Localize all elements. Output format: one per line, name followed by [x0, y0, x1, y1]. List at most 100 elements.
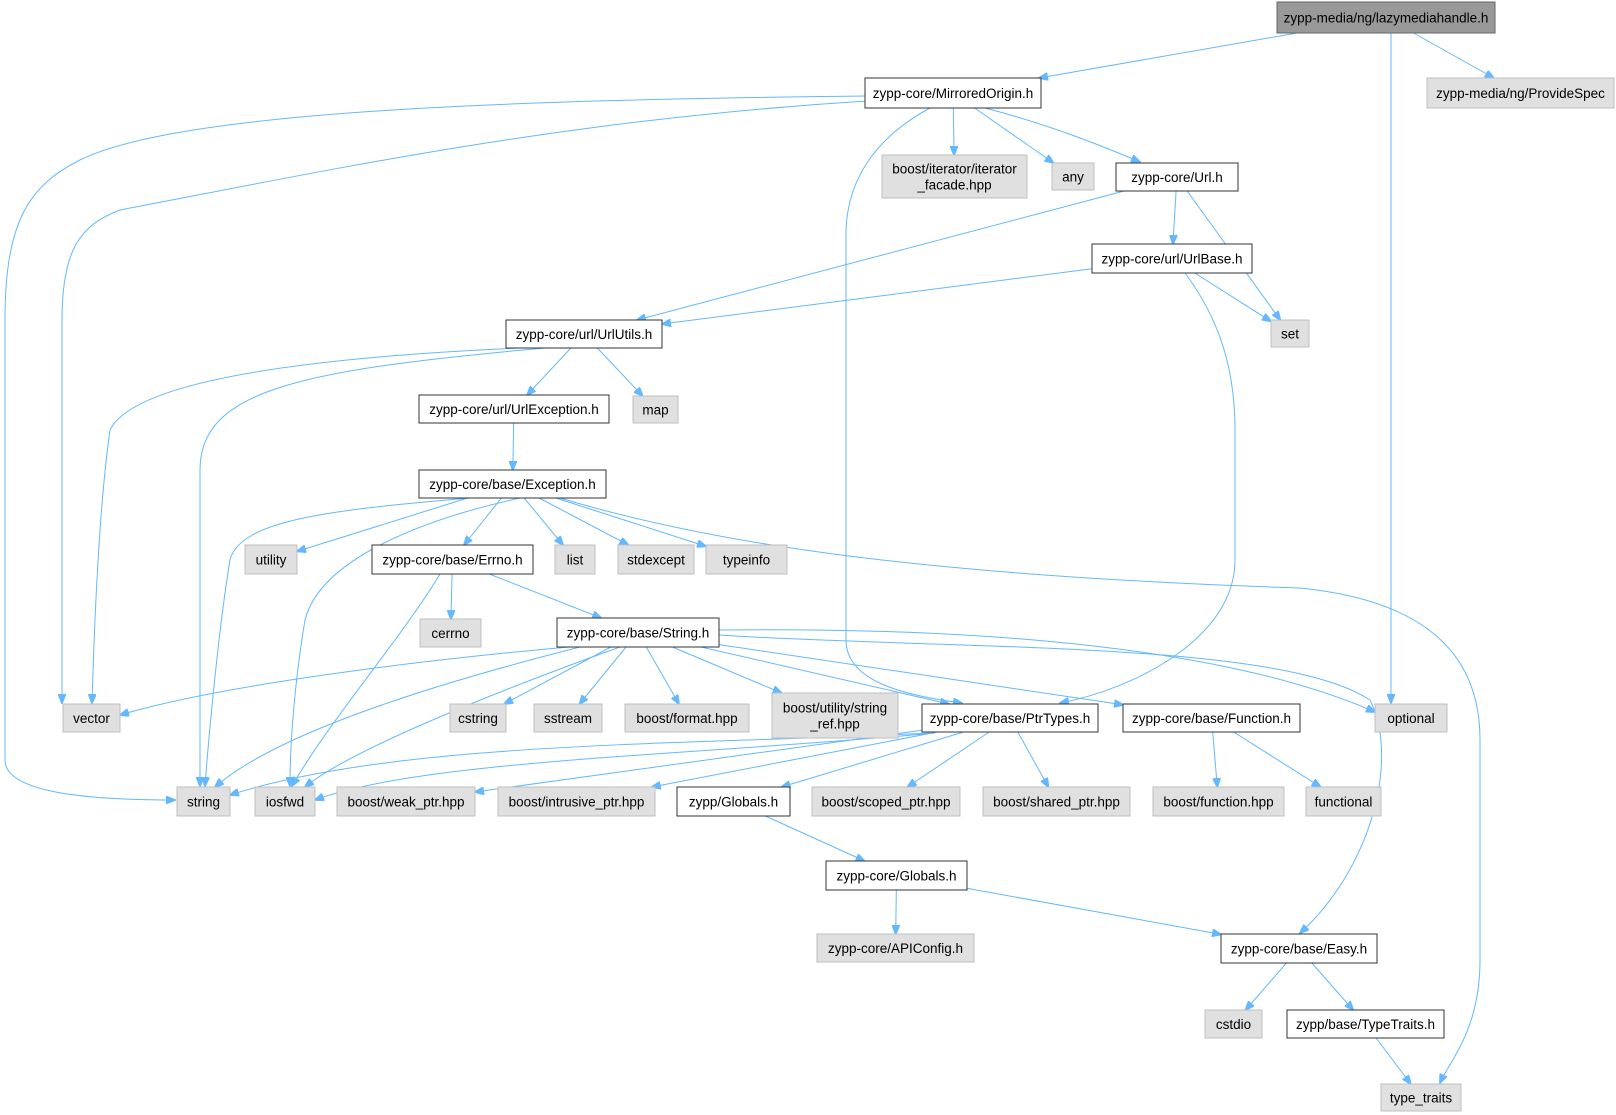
- node-shared_ptr: boost/shared_ptr.hpp: [982, 786, 1131, 817]
- edge-exception-to-string: [205, 497, 471, 786]
- edge-mirroredorigin-to-iterator_facade: [953, 107, 954, 155]
- node-box: [1051, 162, 1095, 191]
- edge-mirroredorigin-to-any: [974, 107, 1054, 163]
- node-boost_format: boost/format.hpp: [624, 703, 750, 733]
- node-easy[interactable]: zypp-core/base/Easy.h: [1220, 933, 1378, 964]
- edge-urlutils-to-urlexception: [527, 347, 572, 395]
- node-box: [254, 786, 316, 817]
- edge-string_h-to-function_h: [718, 644, 1123, 705]
- node-label: zypp-core/base/String.h: [567, 626, 710, 641]
- node-box: [336, 786, 476, 817]
- edge-ptrtypes-to-intrusive_ptr: [652, 731, 938, 787]
- edge-mirroredorigin-to-string: [4, 95, 866, 800]
- node-url[interactable]: zypp-core/Url.h: [1115, 162, 1239, 192]
- node-box: [1115, 162, 1239, 192]
- node-label: any: [1062, 170, 1084, 185]
- edge-core_globals-to-apiconfig: [896, 889, 897, 934]
- node-label: utility: [256, 553, 287, 568]
- edges: [4, 32, 1494, 1084]
- node-box: [418, 469, 607, 499]
- node-label: type_traits: [1390, 1091, 1453, 1106]
- node-set: set: [1270, 319, 1310, 348]
- node-errno[interactable]: zypp-core/base/Errno.h: [371, 544, 534, 575]
- node-stdexcept: stdexcept: [617, 544, 695, 575]
- node-box: [1286, 1009, 1445, 1039]
- node-box: [705, 544, 788, 575]
- edge-errno-to-cerrno: [451, 573, 452, 619]
- node-label: zypp-core/url/UrlException.h: [429, 402, 599, 417]
- edge-url-to-urlutils: [637, 190, 1125, 320]
- node-box: [1122, 703, 1301, 733]
- node-ptrtypes[interactable]: zypp-core/base/PtrTypes.h: [921, 703, 1099, 733]
- node-label: zypp-core/base/Exception.h: [429, 477, 596, 492]
- edge-ptrtypes-to-scoped_ptr: [908, 731, 990, 787]
- edge-errno-to-string_h: [489, 573, 601, 618]
- node-lazymediahandle[interactable]: zypp-media/ng/lazymediahandle.h: [1276, 1, 1496, 34]
- node-box: [1276, 1, 1496, 34]
- edge-typetraits_h-to-type_traits: [1375, 1037, 1411, 1084]
- node-label: _ref.hpp: [809, 717, 860, 732]
- node-label: string: [187, 795, 220, 810]
- node-box: [921, 703, 1099, 733]
- node-core_globals[interactable]: zypp-core/Globals.h: [825, 860, 968, 891]
- node-typeinfo: typeinfo: [705, 544, 788, 575]
- node-box: [1380, 1083, 1462, 1112]
- node-label: boost/format.hpp: [636, 711, 737, 726]
- node-label: boost/weak_ptr.hpp: [347, 795, 464, 810]
- node-label: map: [642, 403, 668, 418]
- node-any: any: [1051, 162, 1095, 191]
- node-label: zypp-media/ng/lazymediahandle.h: [1284, 11, 1489, 26]
- node-string_h[interactable]: zypp-core/base/String.h: [556, 617, 720, 648]
- edge-urlbase-to-urlutils: [662, 268, 1093, 324]
- node-label: set: [1281, 327, 1299, 342]
- edge-easy-to-typetraits_h: [1311, 962, 1353, 1010]
- edge-exception-to-type_traits: [559, 497, 1481, 1083]
- edge-errno-to-iosfwd: [292, 573, 441, 786]
- edge-exception-to-typeinfo: [555, 497, 706, 546]
- node-label: zypp-media/ng/ProvideSpec: [1436, 86, 1605, 101]
- node-label: cstdio: [1216, 1017, 1251, 1032]
- edge-urlutils-to-vector: [92, 347, 521, 703]
- node-urlexception[interactable]: zypp-core/url/UrlException.h: [418, 394, 610, 424]
- node-label: zypp-core/Url.h: [1131, 170, 1223, 185]
- edge-ptrtypes-to-zypp_globals: [782, 731, 964, 787]
- node-function_h[interactable]: zypp-core/base/Function.h: [1122, 703, 1301, 733]
- node-cstring: cstring: [449, 703, 507, 733]
- node-urlbase[interactable]: zypp-core/url/UrlBase.h: [1091, 243, 1253, 274]
- edge-exception-to-utility: [297, 497, 468, 551]
- node-label: zypp/base/TypeTraits.h: [1296, 1017, 1435, 1032]
- node-box: [1220, 933, 1378, 964]
- node-box: [816, 933, 975, 963]
- node-label: zypp-core/Globals.h: [836, 869, 956, 884]
- node-box: [449, 703, 507, 733]
- edge-function_h-to-functional: [1233, 731, 1321, 787]
- edge-function_h-to-boost_function: [1212, 731, 1218, 787]
- node-box: [419, 618, 482, 648]
- node-scoped_ptr: boost/scoped_ptr.hpp: [811, 786, 961, 817]
- edge-urlexception-to-exception: [513, 422, 514, 470]
- node-box: [1204, 1009, 1263, 1039]
- node-box: [771, 692, 899, 739]
- node-label: _facade.hpp: [916, 178, 991, 193]
- node-box: [617, 544, 695, 575]
- node-list: list: [554, 544, 596, 575]
- node-urlutils[interactable]: zypp-core/url/UrlUtils.h: [505, 319, 663, 349]
- node-box: [556, 617, 720, 648]
- node-zypp_globals[interactable]: zypp/Globals.h: [676, 786, 791, 817]
- node-label: zypp-core/base/Errno.h: [382, 553, 522, 568]
- node-exception[interactable]: zypp-core/base/Exception.h: [418, 469, 607, 499]
- edge-zypp_globals-to-core_globals: [765, 815, 864, 861]
- node-label: vector: [73, 711, 110, 726]
- node-mirroredorigin[interactable]: zypp-core/MirroredOrigin.h: [864, 77, 1042, 109]
- node-label: optional: [1387, 711, 1434, 726]
- node-cstdio: cstdio: [1204, 1009, 1263, 1039]
- node-string: string: [176, 786, 231, 817]
- node-label: cstring: [458, 711, 498, 726]
- edge-urlbase-to-ptrtypes: [1060, 272, 1236, 703]
- edge-exception-to-stdexcept: [538, 497, 628, 545]
- node-box: [62, 703, 121, 733]
- edge-string_h-to-easy: [718, 634, 1382, 933]
- node-typetraits_h[interactable]: zypp/base/TypeTraits.h: [1286, 1009, 1445, 1039]
- edge-string_h-to-sstream: [580, 646, 627, 704]
